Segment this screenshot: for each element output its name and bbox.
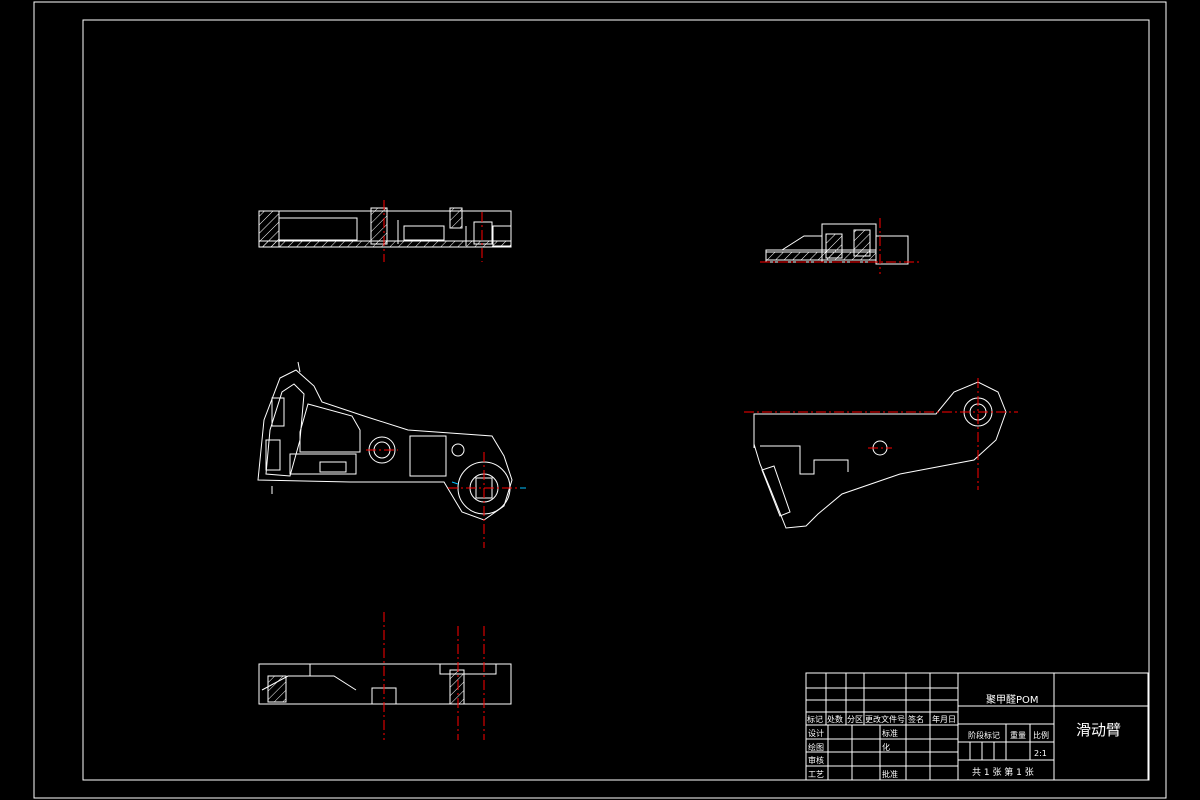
label-weight: 重量: [1010, 730, 1026, 740]
view-top-left-centerlines: [383, 200, 483, 262]
scale-value: 2:1: [1034, 749, 1047, 758]
title-block: [805, 672, 1149, 781]
label-process: 工艺: [808, 770, 824, 779]
view-front-left-centerlines: [366, 449, 522, 548]
label-review: 审核: [808, 755, 824, 765]
header-change-doc: 更改文件号: [865, 714, 905, 724]
view-top-left-section: [258, 207, 512, 248]
header-signature: 签名: [908, 714, 924, 724]
header-mark: 标记: [807, 714, 823, 724]
inner-frame-border: [82, 19, 1150, 781]
label-standardization: 化: [882, 742, 890, 752]
view-top-right-section: [765, 223, 909, 265]
view-front-left: [257, 361, 513, 521]
header-date: 年月日: [932, 714, 956, 724]
view-bottom: [258, 663, 512, 705]
label-standard: 标准: [882, 728, 898, 738]
view-right-side-centerlines: [744, 378, 1018, 490]
outer-sheet-border: [33, 1, 1167, 799]
label-approval: 批准: [882, 769, 898, 779]
label-scale: 比例: [1033, 730, 1049, 740]
label-design: 设计: [808, 728, 824, 738]
material-label: 聚甲醛POM: [986, 693, 1039, 706]
view-right-side: [753, 381, 1007, 529]
header-zone: 分区: [847, 715, 863, 724]
view-bottom-centerlines: [383, 612, 485, 740]
part-name-label: 滑动臂: [1076, 721, 1121, 739]
view-top-right-centerlines: [760, 218, 920, 274]
cyan-marker: [451, 481, 526, 489]
label-drawing: 绘图: [808, 742, 824, 752]
header-count: 处数: [827, 714, 843, 724]
sheet-count: 共 1 张 第 1 张: [972, 766, 1034, 778]
label-stage-mark: 阶段标记: [968, 730, 1000, 740]
